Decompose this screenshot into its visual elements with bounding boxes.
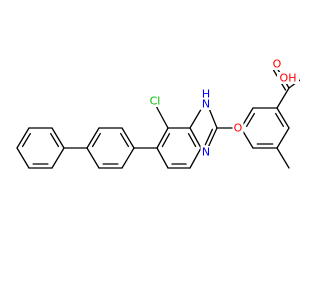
bond-benzene-right: [276, 107, 290, 129]
hydroxyl-label: OH: [277, 72, 299, 85]
imidazole-nh-label-text: H: [202, 88, 210, 101]
bond-benzene-right-double: [246, 112, 255, 127]
bond-layer: [16, 67, 300, 169]
bond-phenyl-inner: [86, 127, 100, 149]
ether-oxygen-label-text: O: [234, 122, 243, 135]
bond-carbon-chlorine: [154, 103, 169, 129]
bond-imidazole-double: [204, 128, 214, 146]
bond-benzo-ring: [156, 147, 169, 169]
bond-phenyl-outer-double: [50, 132, 60, 148]
chlorine-atom-label: Cl: [147, 95, 163, 108]
imidazole-nh-label-text: N: [202, 98, 210, 111]
imidazole-nh-label: HN: [200, 88, 212, 111]
bond-phenyl-inner: [121, 127, 135, 149]
bond-phenyl-outer: [16, 127, 30, 149]
bond-benzo-ring-double: [187, 133, 197, 148]
bond-carboxyl: [276, 87, 290, 109]
bond-phenyl-inner: [86, 147, 100, 169]
bond-benzene-right: [276, 127, 290, 149]
bond-methyl: [276, 147, 290, 169]
bond-phenyl-outer: [16, 147, 30, 169]
imidazole-n-label: N: [200, 146, 212, 159]
bond-benzo-ring: [156, 127, 169, 149]
bond-phenyl-inner-double: [91, 132, 101, 148]
carboxyl-oxygen-label: O: [271, 58, 283, 71]
bond-benzo-ring: [189, 147, 202, 169]
bond-phenyl-inner: [121, 147, 135, 169]
hydroxyl-label-text: OH: [280, 72, 297, 85]
ether-oxygen-label: O: [232, 122, 244, 135]
bond-phenyl-inner-double: [120, 132, 130, 148]
bond-benzo-ring: [189, 127, 202, 149]
bond-benzene-right-double: [275, 112, 284, 127]
bond-phenyl-outer-double: [21, 132, 31, 148]
imidazole-n-label-text: N: [202, 146, 210, 159]
bond-phenyl-outer: [51, 147, 65, 169]
chlorine-atom-label-text: Cl: [150, 95, 161, 108]
bond-phenyl-outer: [51, 127, 65, 149]
bond-benzo-ring-double: [161, 133, 171, 148]
carboxyl-oxygen-label-text: O: [273, 58, 282, 71]
